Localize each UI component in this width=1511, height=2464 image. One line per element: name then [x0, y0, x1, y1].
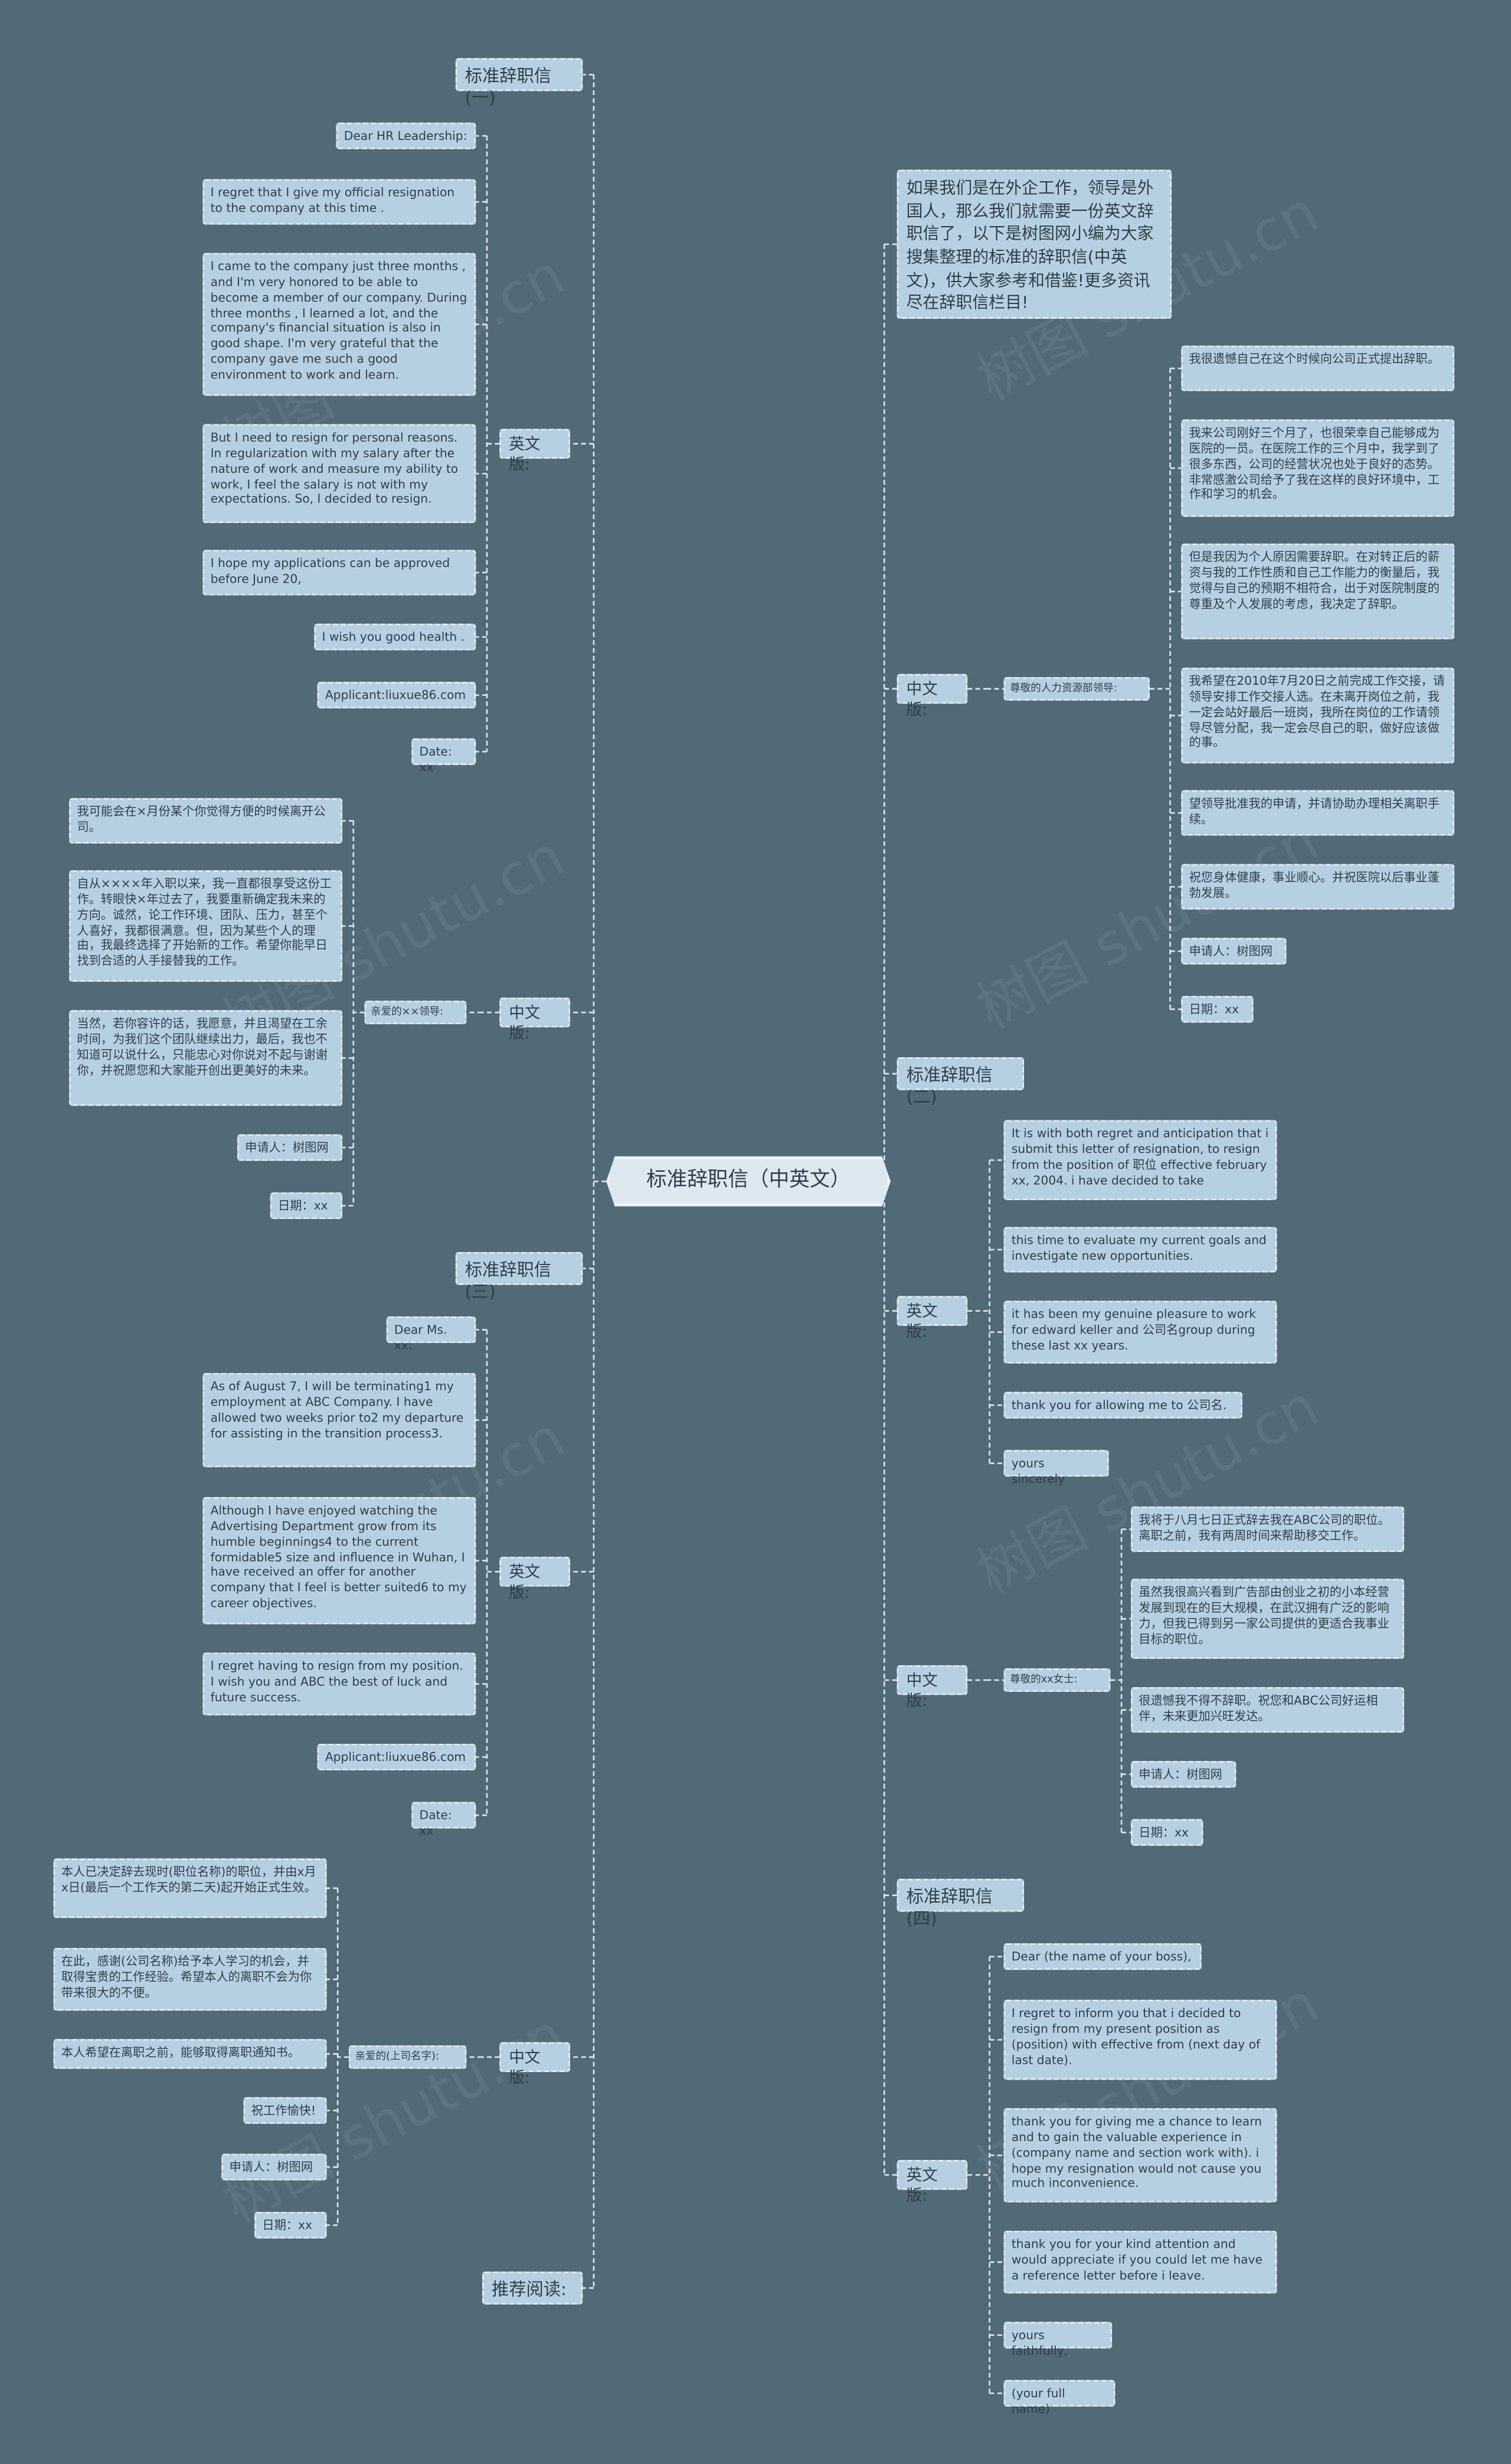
letter-paragraph: 本人已决定辞去现时(职位名称)的职位，并由x月x日(最后一个工作天的第二天)起开… [53, 1858, 327, 1919]
letter-paragraph: 祝您身体健康，事业顺心。并祝医院以后事业蓬勃发展。 [1181, 864, 1455, 910]
section-title-1[interactable]: 标准辞职信(一) [455, 58, 583, 109]
letter-paragraph: It is with both regret and anticipation … [1003, 1120, 1277, 1201]
letter-paragraph: thank you for your kind attention and wo… [1003, 2230, 1277, 2294]
letter-paragraph: 我来公司刚好三个月了，也很荣幸自己能够成为医院的一员。在医院工作的三个月中，我学… [1181, 419, 1455, 517]
letter-paragraph: But I need to resign for personal reason… [202, 424, 476, 524]
letter-paragraph: (your full name) [1003, 2380, 1116, 2416]
letter-paragraph: Applicant:liuxue86.com [317, 681, 476, 709]
letter-paragraph: 申请人：树图网 [1130, 1761, 1237, 1788]
chinese-version-label[interactable]: 中文版: [499, 997, 570, 1043]
letter-paragraph: I wish you good health . [314, 623, 476, 651]
letter-paragraph: 申请人：树图网 [221, 2153, 327, 2181]
english-version-label[interactable]: 英文版: [499, 1557, 570, 1602]
intro-text: 如果我们是在外企工作，领导是外国人，那么我们就需要一份英文辞职信了，以下是树图网… [897, 169, 1172, 319]
letter-paragraph: 日期：xx [1130, 1819, 1203, 1846]
chinese-version-label[interactable]: 中文版: [897, 674, 968, 720]
letter-paragraph: I regret to inform you that i decided to… [1003, 1999, 1277, 2080]
english-version-label[interactable]: 英文版: [897, 2160, 968, 2205]
letter-paragraph: Date: xx [411, 738, 476, 775]
letter-paragraph: Dear HR Leadership: [336, 122, 476, 149]
letter-paragraph: thank you for allowing me to 公司名. [1003, 1391, 1242, 1419]
letter-paragraph: 日期：xx [254, 2211, 327, 2239]
letter-paragraph: 但是我因为个人原因需要辞职。在对转正后的薪资与我的工作性质和自己工作能力的衡量后… [1181, 543, 1455, 640]
letter-paragraph: it has been my genuine pleasure to work … [1003, 1300, 1277, 1364]
letter-paragraph: 当然，若你容许的话，我愿意，并且渴望在工余时间，为我们这个团队继续出力，最后，我… [69, 1010, 343, 1106]
letter-paragraph: Dear Ms. xx: [386, 1316, 476, 1352]
letter-paragraph: 在此，感谢(公司名称)给予本人学习的机会，并取得宝贵的工作经验。希望本人的离职不… [53, 1947, 327, 2011]
letter-paragraph: I came to the company just three months … [202, 253, 476, 396]
section-title-3[interactable]: 标准辞职信(三) [455, 1251, 583, 1303]
letter-paragraph: I regret that I give my official resigna… [202, 179, 476, 225]
salutation: 尊敬的人力资源部领导: [1003, 677, 1150, 701]
letter-paragraph: yours faithfully, [1003, 2322, 1113, 2358]
section-title-4[interactable]: 标准辞职信(四) [897, 1878, 1025, 1930]
letter-paragraph: Dear (the name of your boss), [1003, 1943, 1202, 1970]
letter-paragraph: 虽然我很高兴看到广告部由创业之初的小本经营发展到现在的巨大规模，在武汉拥有广泛的… [1130, 1579, 1405, 1659]
letter-paragraph: Date: xx [411, 1802, 476, 1838]
letter-paragraph: 本人希望在离职之前，能够取得离职通知书。 [53, 2039, 327, 2069]
english-version-label[interactable]: 英文版: [499, 429, 570, 475]
letter-paragraph: 申请人：树图网 [237, 1134, 343, 1161]
letter-paragraph: 我将于八月七日正式辞去我在ABC公司的职位。离职之前，我有两周时间来帮助移交工作… [1130, 1506, 1405, 1553]
letter-paragraph: yours sincerely [1003, 1450, 1109, 1486]
salutation: 亲爱的××领导: [364, 1001, 467, 1025]
chinese-version-label[interactable]: 中文版: [499, 2042, 570, 2088]
letter-paragraph: 祝工作愉快! [243, 2097, 327, 2124]
section-title-2[interactable]: 标准辞职信(二) [897, 1057, 1025, 1108]
salutation: 亲爱的(上司名字): [348, 2045, 467, 2069]
letter-paragraph: this time to evaluate my current goals a… [1003, 1227, 1277, 1273]
letter-paragraph: thank you for giving me a chance to lear… [1003, 2108, 1277, 2202]
letter-paragraph: 日期：xx [1181, 996, 1254, 1023]
letter-paragraph: I hope my applications can be approved b… [202, 550, 476, 596]
salutation: 尊敬的xx女士: [1003, 1668, 1111, 1692]
letter-paragraph: 自从××××年入职以来，我一直都很享受这份工作。转眼快×年过去了，我要重新确定我… [69, 870, 343, 982]
letter-paragraph: 我希望在2010年7月20日之前完成工作交接，请领导安排工作交接人选。在未离开岗… [1181, 667, 1455, 764]
letter-paragraph: 望领导批准我的申请，并请协助办理相关离职手续。 [1181, 790, 1455, 836]
letter-paragraph: 我可能会在×月份某个你觉得方便的时候离开公司。 [69, 798, 343, 844]
english-version-label[interactable]: 英文版: [897, 1296, 968, 1342]
letter-paragraph: 申请人：树图网 [1181, 937, 1287, 965]
recommended-reading[interactable]: 推荐阅读: [482, 2271, 583, 2305]
chinese-version-label[interactable]: 中文版: [897, 1665, 968, 1711]
letter-paragraph: Applicant:liuxue86.com [317, 1743, 476, 1771]
letter-paragraph: 我很遗憾自己在这个时候向公司正式提出辞职。 [1181, 345, 1455, 391]
letter-paragraph: As of August 7, I will be terminating1 m… [202, 1372, 476, 1468]
letter-paragraph: 很遗憾我不得不辞职。祝您和ABC公司好运相伴，未来更加兴旺发达。 [1130, 1687, 1405, 1733]
letter-paragraph: 日期：xx [270, 1192, 343, 1220]
root-topic[interactable]: 标准辞职信（中英文） [606, 1156, 891, 1207]
letter-paragraph: Although I have enjoyed watching the Adv… [202, 1497, 476, 1625]
letter-paragraph: I regret having to resign from my positi… [202, 1652, 476, 1715]
